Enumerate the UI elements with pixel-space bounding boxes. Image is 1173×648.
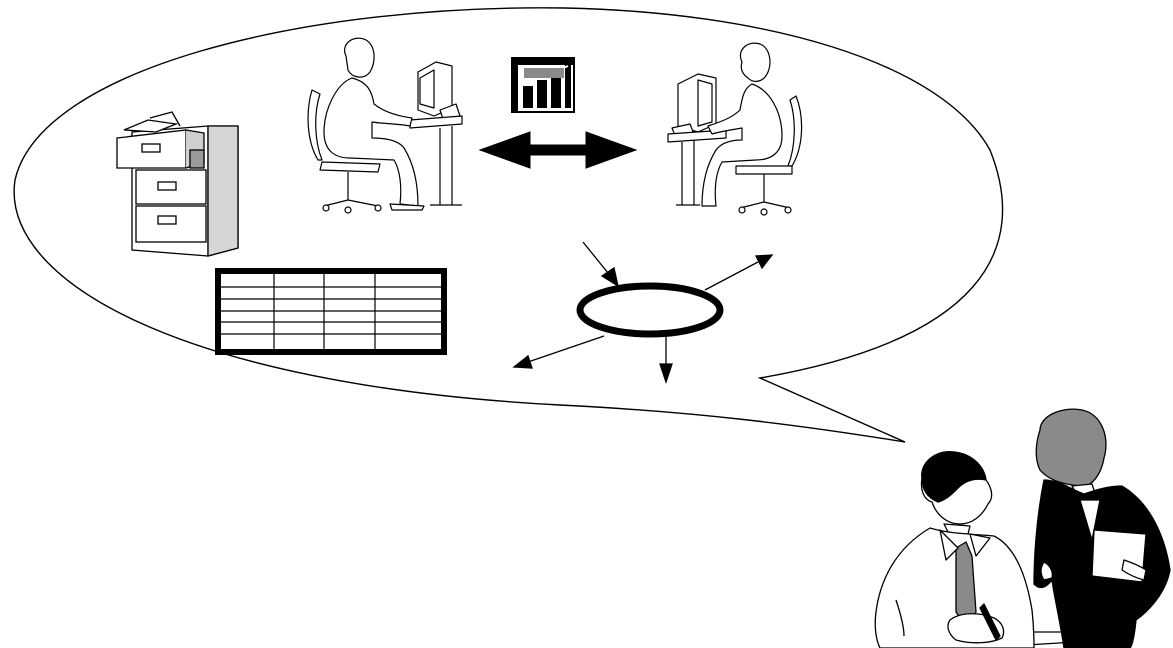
filing-cabinet-icon <box>116 111 239 257</box>
double-arrow-icon <box>478 131 638 169</box>
data-table-icon <box>215 268 447 355</box>
ring-hub-icon <box>512 241 774 385</box>
bar-chart-icon <box>511 57 575 113</box>
man-at-computer-icon <box>307 37 463 214</box>
business-people-icon <box>874 408 1171 648</box>
woman-at-computer-icon <box>667 42 803 216</box>
